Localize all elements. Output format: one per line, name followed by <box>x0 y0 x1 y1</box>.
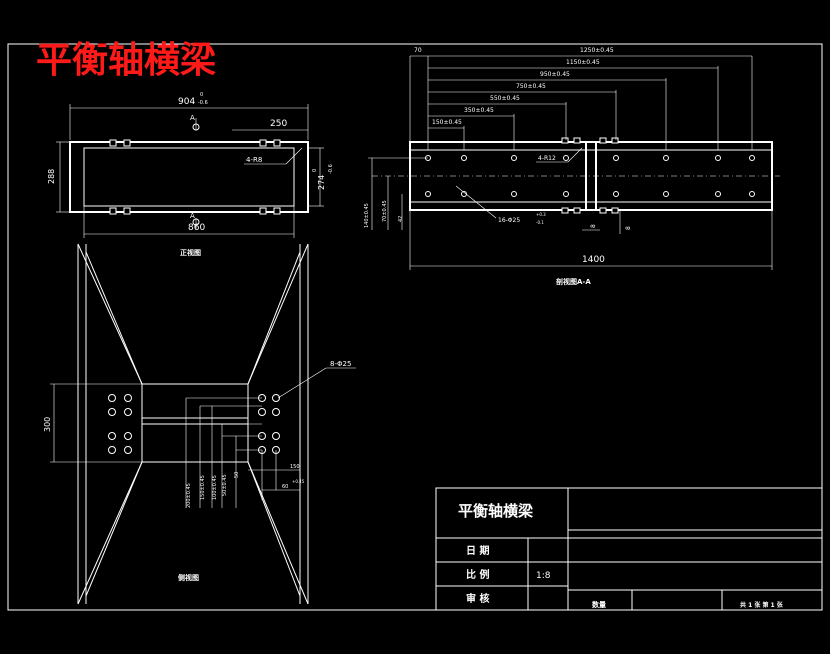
dim-250: 250 <box>270 119 287 129</box>
dim-550: 550±0.45 <box>490 95 520 102</box>
title-block-check-label: 审 核 <box>466 592 489 605</box>
dim-70-top: 70 <box>414 47 422 54</box>
title-block-scale-label: 比 例 <box>466 568 489 581</box>
dim-50a: 50±0.45 <box>222 474 228 496</box>
side-view: 300 8-Φ25 200±0.45 150±0.45 100±0.45 50±… <box>43 243 356 605</box>
dim-860: 860 <box>188 223 205 233</box>
front-view-outer <box>69 141 309 213</box>
dim-274-tol-up: 0 <box>312 169 318 172</box>
dim-904: 904 <box>178 97 195 107</box>
dim-200: 200±0.45 <box>186 483 192 508</box>
section-mark-a-top: A <box>190 114 195 122</box>
dim-150-right: 150 <box>290 464 300 470</box>
side-view-holes <box>108 394 280 454</box>
section-view-chain-dims: 70 1250±0.45 1150±0.45 950±0.45 750±0.45… <box>409 47 753 150</box>
front-view-inner <box>83 147 295 207</box>
section-view: 70 1250±0.45 1150±0.45 950±0.45 750±0.45… <box>364 47 780 286</box>
dim-100: 100±0.45 <box>212 475 218 500</box>
front-view-label: 正视图 <box>180 248 201 257</box>
side-view-outline <box>77 243 309 605</box>
dim-1400: 1400 <box>582 255 605 265</box>
leader-16-phi25-tol-dn: -0.1 <box>536 220 544 225</box>
dim-274-tol-dn: -0.6 <box>328 164 334 174</box>
dim-8-right: 8 <box>625 226 632 230</box>
section-mark-a-bottom: A <box>190 212 195 220</box>
dim-150b: 150±0.45 <box>200 475 206 500</box>
section-view-label: 剖视图A-A <box>556 277 591 286</box>
dim-70-left: 70±0.45 <box>382 200 388 222</box>
dim-274: 274 <box>317 175 326 190</box>
leader-16-phi25: 16-Φ25 <box>498 217 520 224</box>
front-view-bolts <box>109 139 281 215</box>
dim-300: 300 <box>43 417 52 432</box>
leader-8-phi25: 8-Φ25 <box>330 360 351 368</box>
front-view: A A 904 0 -0.6 250 860 288 274 0 -0.6 4-… <box>47 92 334 257</box>
dim-904-tol-dn: -0.6 <box>198 100 208 106</box>
dim-350: 350±0.45 <box>464 107 494 114</box>
dim-288: 288 <box>47 169 56 184</box>
leader-16-phi25-tol-up: +0.3 <box>536 212 546 217</box>
dim-42: 42 <box>398 216 404 222</box>
title-block-qty-label: 数量 <box>592 600 606 609</box>
side-view-label: 侧视图 <box>178 573 199 582</box>
drawing-title: 平衡轴横梁 <box>36 39 216 81</box>
section-view-holes <box>425 137 755 214</box>
dim-140: 140±0.45 <box>364 203 370 228</box>
title-block-name: 平衡轴横梁 <box>458 502 534 520</box>
dim-60: 60 <box>282 484 288 490</box>
dim-904-tol-up: 0 <box>200 92 203 98</box>
dim-150: 150±0.45 <box>432 119 462 126</box>
leader-4-r12: 4-R12 <box>538 155 556 162</box>
title-block-date-label: 日 期 <box>466 544 489 557</box>
dim-50b: 50 <box>234 472 240 478</box>
dim-1250: 1250±0.45 <box>580 47 614 54</box>
title-block-scale-value: 1:8 <box>536 571 551 581</box>
drawing-frame <box>7 43 823 611</box>
dim-8-left: 8 <box>590 224 597 228</box>
dim-750: 750±0.45 <box>516 83 546 90</box>
dim-950: 950±0.45 <box>540 71 570 78</box>
dim-1150: 1150±0.45 <box>566 59 600 66</box>
leader-4-r8: 4-R8 <box>246 156 262 164</box>
title-block: 平衡轴横梁 日 期 比 例 1:8 审 核 数量 共 1 张 第 1 张 <box>435 487 823 611</box>
dim-60-tol: +0.45 <box>292 479 305 484</box>
title-block-sheet: 共 1 张 第 1 张 <box>740 601 784 609</box>
